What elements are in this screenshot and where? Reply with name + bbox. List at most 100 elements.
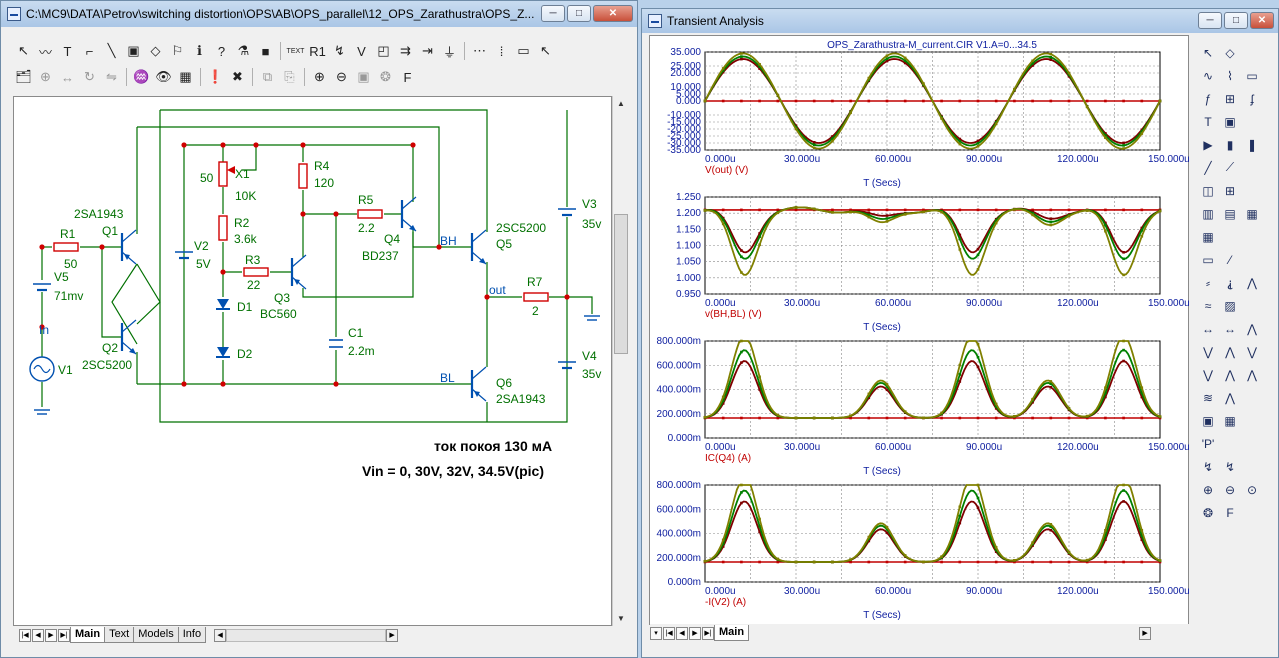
select-arrow-icon[interactable]: ↖ <box>18 43 29 58</box>
stop-icon[interactable]: ■ <box>261 43 270 59</box>
prev-tab-button[interactable]: ◀ <box>32 628 44 642</box>
text-display-icon[interactable]: TEXT <box>286 47 305 55</box>
paste-icon[interactable]: ⎘ <box>284 69 295 84</box>
plot-area[interactable]: OPS_Zarathustra-M_current.CIR V1.A=0...3… <box>649 35 1190 625</box>
scroll-up-button[interactable]: ▲ <box>617 99 625 108</box>
wave-icon[interactable]: ∿ <box>1202 68 1214 83</box>
slope-cursor-icon[interactable]: ⋀ <box>1247 367 1257 382</box>
schematic-titlebar[interactable]: C:\MC9\DATA\Petrov\switching distortion\… <box>1 1 637 27</box>
help-icon[interactable]: ? <box>217 43 226 59</box>
first-tab-button[interactable]: |◀ <box>19 628 31 642</box>
zoom-out-icon[interactable]: ⊖ <box>1224 482 1236 497</box>
minimize-button[interactable]: ─ <box>541 5 565 22</box>
grid-icon[interactable]: ⋯ <box>473 43 486 58</box>
flow-icon[interactable]: ⇉ <box>400 43 411 58</box>
wire-tool-icon[interactable]: ⇥ <box>422 43 433 58</box>
line-icon[interactable]: ╱ <box>1204 160 1212 175</box>
move-icon[interactable]: ↔ <box>61 69 74 85</box>
warning-icon[interactable]: ❗ <box>207 69 224 84</box>
point-icon[interactable]: ⋀ <box>1225 367 1235 382</box>
valley-icon[interactable]: ⸘ <box>1226 275 1234 290</box>
band-icon[interactable]: ⋀ <box>1225 390 1235 405</box>
check-icon[interactable]: ▨ <box>1224 298 1236 313</box>
align-icon[interactable]: ⊕ <box>40 69 51 84</box>
scope-icon[interactable]: ⌇ <box>1227 68 1233 83</box>
schematic-vscroll[interactable]: ▲ ▼ <box>612 96 629 626</box>
properties-icon[interactable]: 🗂 <box>15 69 32 84</box>
analysis-maximize-button[interactable]: □ <box>1224 12 1248 29</box>
analysis-first-tab-button[interactable]: |◀ <box>663 626 675 640</box>
binoculars-icon[interactable]: 👁 <box>155 69 172 84</box>
analysis-minimize-button[interactable]: ─ <box>1198 12 1222 29</box>
brain-icon[interactable]: ❂ <box>1202 505 1214 520</box>
shapes-icon[interactable]: ◇ <box>150 43 161 58</box>
analyze-icon[interactable]: ♒ <box>133 69 150 84</box>
last-tab-button[interactable]: ▶| <box>58 628 70 642</box>
table3-icon[interactable]: ▦ <box>1246 206 1258 221</box>
flip-icon[interactable]: ⇋ <box>106 69 117 84</box>
slope-icon[interactable]: ⟋ <box>1225 160 1235 174</box>
schematic-hscroll-track[interactable] <box>226 628 387 642</box>
analysis-close-button[interactable]: ✕ <box>1250 12 1274 29</box>
orthogonal-wire-icon[interactable]: ⌐ <box>85 43 94 59</box>
tab-main[interactable]: Main <box>70 627 106 643</box>
low-cursor-icon[interactable]: ⋁ <box>1247 344 1257 359</box>
cursor-icon[interactable]: ↖ <box>540 43 551 58</box>
curve-icon[interactable]: ≈ <box>1204 298 1212 313</box>
function-icon[interactable]: F <box>1226 505 1234 520</box>
table4-icon[interactable]: ▦ <box>1202 229 1214 244</box>
diagonal-icon[interactable]: ⁄ <box>1228 252 1231 267</box>
shapes-icon[interactable]: ◇ <box>1225 45 1235 60</box>
pause-icon[interactable]: ❚ <box>1246 137 1258 152</box>
copy-icon[interactable]: ⧉ <box>262 69 273 84</box>
close-button[interactable]: ✕ <box>593 5 633 22</box>
high-icon[interactable]: ⋀ <box>1247 275 1257 290</box>
tab-text[interactable]: Text <box>104 627 135 643</box>
brain-icon[interactable]: ❂ <box>380 69 391 84</box>
line-tool-icon[interactable]: ╲ <box>107 43 116 58</box>
right-cursor-icon[interactable]: ↔ <box>1224 321 1236 336</box>
hscroll-left-button[interactable]: ◀ <box>214 628 227 642</box>
analysis-tab-main[interactable]: Main <box>714 625 750 641</box>
analysis-last-tab-button[interactable]: ▶| <box>702 626 714 640</box>
pin-dots-icon[interactable]: ⁞ <box>499 43 504 59</box>
rotate-icon[interactable]: ↻ <box>84 69 95 84</box>
delete-icon[interactable]: ✖ <box>232 69 243 84</box>
left-cursor-icon[interactable]: ↔ <box>1202 321 1214 336</box>
box-icon[interactable]: ▭ <box>1202 252 1214 267</box>
node-icon[interactable]: ƒ <box>1204 91 1212 106</box>
cursor-icon[interactable]: ↖ <box>1202 45 1214 60</box>
palette-icon[interactable]: ▣ <box>1202 413 1214 428</box>
ground-icon[interactable]: ⏚ <box>442 44 456 60</box>
wire-icon[interactable]: 〰 <box>38 44 52 60</box>
schematic-scroll-thumb[interactable] <box>614 214 628 354</box>
next-tab-button[interactable]: ▶ <box>45 628 57 642</box>
info-icon[interactable]: ℹ <box>197 43 202 58</box>
zoom-in-icon[interactable]: ⊕ <box>1202 482 1214 497</box>
step-icon[interactable]: ▮ <box>1226 137 1234 152</box>
p-label-icon[interactable]: 'P' <box>1201 436 1215 451</box>
zoom-in-icon[interactable]: ⊕ <box>314 69 325 84</box>
run-icon[interactable]: ▶ <box>1203 137 1213 152</box>
zoom-out-icon[interactable]: ⊖ <box>336 69 347 84</box>
hscroll-right-button[interactable]: ▶ <box>386 628 399 642</box>
node-numbers-icon[interactable]: R1 <box>309 43 326 59</box>
analysis-dropdown-button[interactable]: ▾ <box>650 626 662 640</box>
bench-icon[interactable]: ▭ <box>1246 68 1258 83</box>
label-icon[interactable]: ⊞ <box>1224 91 1236 106</box>
grid-table-icon[interactable]: ▦ <box>1224 413 1236 428</box>
graphics-icon[interactable]: ▣ <box>1224 114 1236 129</box>
tag-y-icon[interactable]: ↯ <box>1224 459 1236 474</box>
distort-icon[interactable]: ≋ <box>1202 390 1214 405</box>
photo-icon[interactable]: ▣ <box>357 69 370 84</box>
probe-icon[interactable]: ⚗ <box>237 43 250 58</box>
fo-icon[interactable]: ʄ <box>1250 91 1254 106</box>
text-tool-icon[interactable]: T <box>1204 114 1212 129</box>
scroll-down-button[interactable]: ▼ <box>617 614 625 623</box>
tab-info[interactable]: Info <box>177 627 207 643</box>
peak-cursor-icon[interactable]: ⋀ <box>1247 321 1257 336</box>
table2-icon[interactable]: ▤ <box>1224 206 1236 221</box>
zoom-fit-icon[interactable]: ⊙ <box>1246 482 1258 497</box>
panel-icon[interactable]: ◫ <box>1202 183 1214 198</box>
